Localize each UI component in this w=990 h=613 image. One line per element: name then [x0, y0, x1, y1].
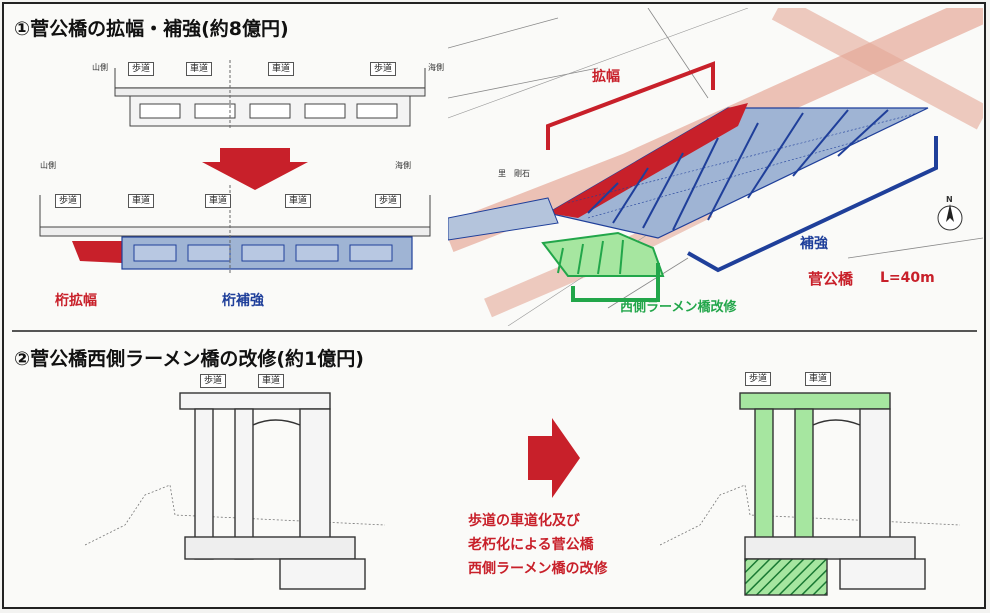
right-arrow: [528, 418, 580, 498]
section-divider: [12, 330, 977, 332]
after-sidewalk-tag: 歩道: [745, 372, 772, 386]
map-small-label: 里 剛石: [498, 169, 530, 178]
plan-map: [448, 8, 983, 326]
before-lane-tag: 車道: [186, 62, 213, 76]
after-yamagawa-label: 山側: [40, 161, 56, 170]
down-arrow: [202, 148, 308, 190]
after-lane-tag: 歩道: [55, 194, 82, 208]
ramen-bridge-before: [85, 392, 385, 590]
after-roadway-tag: 車道: [805, 372, 832, 386]
before-lane-tag: 歩道: [128, 62, 155, 76]
after-lane-tag: 車道: [128, 194, 155, 208]
before-sidewalk-tag: 歩道: [200, 374, 227, 388]
compass-n-label: N: [946, 195, 953, 204]
before-yamagawa-label: 山側: [92, 63, 108, 72]
bridge-name-label: 菅公橋: [808, 270, 854, 288]
section2-title: ②菅公橋西側ラーメン橋の改修(約1億円): [14, 348, 364, 370]
girder-widen-label: 桁拡幅: [55, 293, 97, 309]
map-reinforce-label: 補強: [800, 236, 828, 252]
before-umigawa-label: 海側: [428, 63, 444, 72]
cross-section-after: [39, 185, 431, 273]
note-line-2: 老朽化による菅公橋: [468, 537, 594, 553]
after-umigawa-label: 海側: [395, 161, 411, 170]
section1-title: ①菅公橋の拡幅・補強(約8億円): [14, 18, 289, 40]
girder-reinforce-label: 桁補強: [222, 293, 264, 309]
before-lane-tag: 車道: [268, 62, 295, 76]
after-lane-tag: 車道: [285, 194, 312, 208]
after-lane-tag: 車道: [205, 194, 232, 208]
before-roadway-tag: 車道: [258, 374, 285, 388]
cross-section-before: [114, 60, 426, 130]
ramen-bridge-after: [660, 392, 960, 596]
bridge-length-label: L=40m: [880, 270, 935, 286]
note-line-1: 歩道の車道化及び: [468, 513, 580, 529]
note-line-3: 西側ラーメン橋の改修: [468, 561, 608, 577]
map-west-label: 西側ラーメン橋改修: [620, 300, 737, 315]
before-lane-tag: 歩道: [370, 62, 397, 76]
map-widen-label: 拡幅: [592, 69, 620, 85]
after-lane-tag: 歩道: [375, 194, 402, 208]
